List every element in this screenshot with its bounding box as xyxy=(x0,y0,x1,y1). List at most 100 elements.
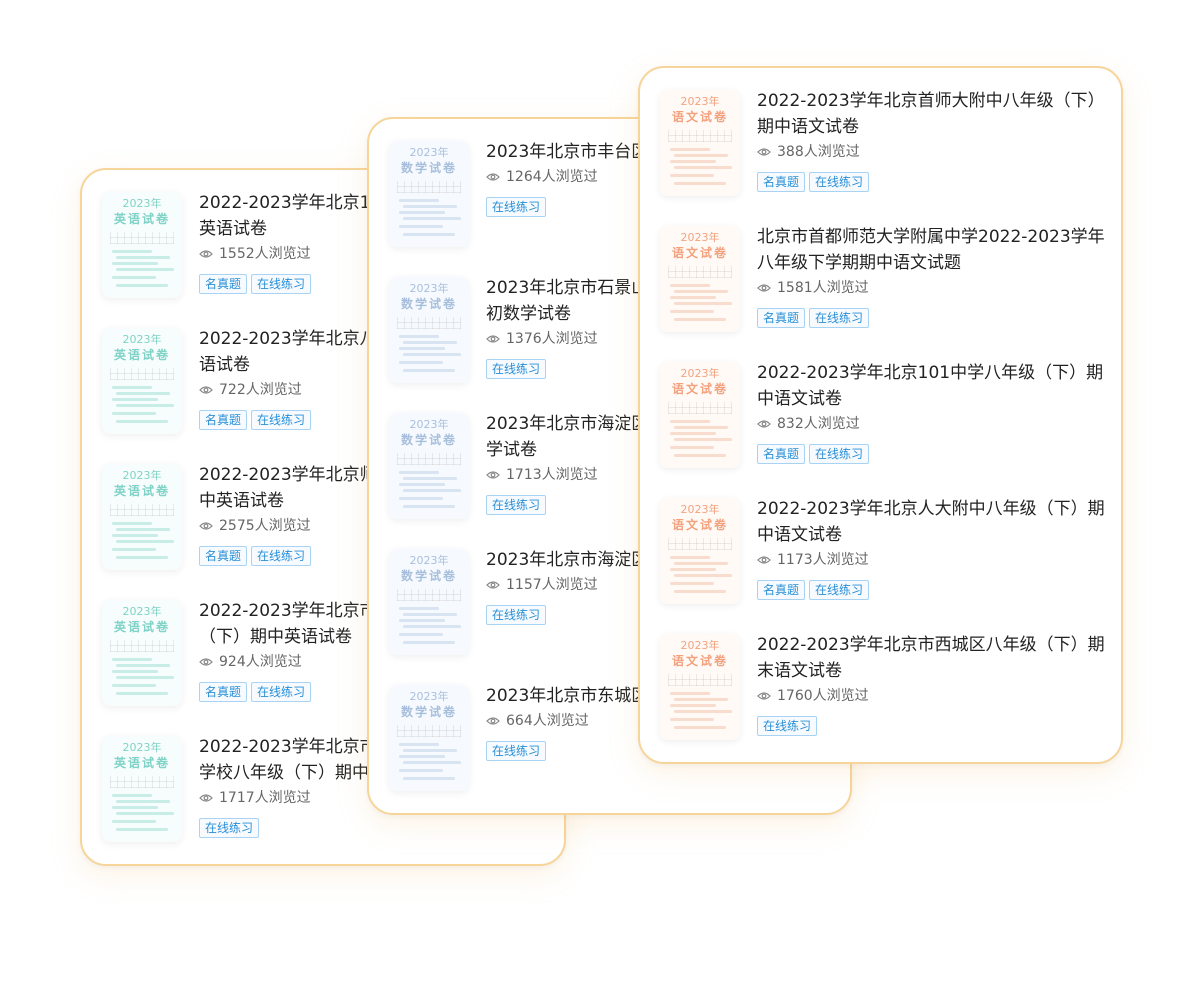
famous-real-question-tag[interactable]: 名真题 xyxy=(199,546,248,566)
cover-text-line xyxy=(403,341,457,344)
exam-title-line1: 2022-2023学年北京市西城区八年级（下）期 xyxy=(757,635,1105,655)
online-practice-tag[interactable]: 在线练习 xyxy=(251,546,312,566)
exam-title-link[interactable]: 2022-2023学年北京市西城区八年级（下）期末语文试卷 xyxy=(757,632,1107,684)
exam-cover-thumbnail[interactable]: 2023年英语试卷 xyxy=(102,328,182,434)
exam-title-link[interactable]: 2022-2023学年北京市学校八年级（下）期中 xyxy=(199,734,549,786)
cover-text-line xyxy=(674,726,726,729)
online-practice-tag[interactable]: 在线练习 xyxy=(486,359,547,379)
cover-text-line xyxy=(403,625,461,628)
cover-text-line xyxy=(116,828,168,831)
cover-text-line xyxy=(674,426,728,429)
exam-title-link[interactable]: 2023年北京市石景山初数学试卷 xyxy=(486,275,836,327)
cover-text-line xyxy=(112,670,158,673)
online-practice-tag[interactable]: 在线练习 xyxy=(251,682,312,702)
online-practice-tag[interactable]: 在线练习 xyxy=(486,605,547,625)
online-practice-tag[interactable]: 在线练习 xyxy=(486,741,547,761)
view-count: 924人浏览过 xyxy=(199,653,302,671)
online-practice-tag[interactable]: 在线练习 xyxy=(809,172,870,192)
exam-title-line1: 2023年北京市石景山 xyxy=(486,278,649,298)
exam-cover-thumbnail[interactable]: 2023年英语试卷 xyxy=(102,600,182,706)
exam-title-link[interactable]: 2022-2023学年北京八语试卷 xyxy=(199,326,549,378)
exam-cover-thumbnail[interactable]: 2023年语文试卷 xyxy=(660,362,740,468)
online-practice-tag[interactable]: 在线练习 xyxy=(199,818,260,838)
exam-cover-thumbnail[interactable]: 2023年数学试卷 xyxy=(389,549,469,655)
famous-real-question-tag[interactable]: 名真题 xyxy=(199,274,248,294)
online-practice-tag[interactable]: 在线练习 xyxy=(486,197,547,217)
cover-text-line xyxy=(399,497,443,500)
eye-icon xyxy=(486,331,500,343)
exam-tags: 名真题在线练习 xyxy=(199,273,315,294)
exam-title-link[interactable]: 2023年北京市海淀区学试卷 xyxy=(486,411,836,463)
exam-title-link[interactable]: 2022-2023学年北京人大附中八年级（下）期中语文试卷 xyxy=(757,496,1107,548)
exam-cover-thumbnail[interactable]: 2023年语文试卷 xyxy=(660,634,740,740)
cover-answer-grid xyxy=(110,640,174,652)
exam-title-link[interactable]: 2022-2023学年北京师中英语试卷 xyxy=(199,462,549,514)
online-practice-tag[interactable]: 在线练习 xyxy=(809,308,870,328)
online-practice-tag[interactable]: 在线练习 xyxy=(486,495,547,515)
online-practice-tag[interactable]: 在线练习 xyxy=(809,444,870,464)
exam-title-link[interactable]: 2022-2023学年北京101中学八年级（下）期中语文试卷 xyxy=(757,360,1107,412)
view-count: 722人浏览过 xyxy=(199,381,302,399)
exam-title-link[interactable]: 2022-2023学年北京市（下）期中英语试卷 xyxy=(199,598,549,650)
cover-text-line xyxy=(670,160,716,163)
exam-title-link[interactable]: 2022-2023学年北京首师大附中八年级（下）期中语文试卷 xyxy=(757,88,1107,140)
exam-cover-thumbnail[interactable]: 2023年语文试卷 xyxy=(660,90,740,196)
exam-title-line1: 2023年北京市丰台区 xyxy=(486,142,649,162)
view-count-text: 2575人浏览过 xyxy=(219,518,311,534)
famous-real-question-tag[interactable]: 名真题 xyxy=(757,444,806,464)
online-practice-tag[interactable]: 在线练习 xyxy=(251,274,312,294)
online-practice-tag[interactable]: 在线练习 xyxy=(251,410,312,430)
exam-title-link[interactable]: 北京市首都师范大学附属中学2022-2023学年八年级下学期期中语文试题 xyxy=(757,224,1107,276)
online-practice-tag[interactable]: 在线练习 xyxy=(809,580,870,600)
cover-text-line xyxy=(403,777,455,780)
cover-text-line xyxy=(399,769,443,772)
exam-title-link[interactable]: 2023年北京市丰台区 xyxy=(486,139,836,165)
cover-text-line xyxy=(403,505,455,508)
exam-title-link[interactable]: 2023年北京市东城区 xyxy=(486,683,836,709)
famous-real-question-tag[interactable]: 名真题 xyxy=(199,410,248,430)
exam-cover-thumbnail[interactable]: 2023年英语试卷 xyxy=(102,736,182,842)
famous-real-question-tag[interactable]: 名真题 xyxy=(757,580,806,600)
exam-cover-thumbnail[interactable]: 2023年语文试卷 xyxy=(660,226,740,332)
exam-tags: 在线练习 xyxy=(486,494,550,515)
eye-icon xyxy=(199,518,213,530)
exam-cover-thumbnail[interactable]: 2023年语文试卷 xyxy=(660,498,740,604)
cover-text-line xyxy=(674,318,726,321)
exam-title-line2: 学校八年级（下）期中 xyxy=(199,763,369,783)
famous-real-question-tag[interactable]: 名真题 xyxy=(757,172,806,192)
exam-list-item[interactable]: 2023年数学试卷 2023年北京市丰台区 1264人浏览过在线练习 xyxy=(369,119,850,247)
view-count: 1264人浏览过 xyxy=(486,168,598,186)
exam-list-item[interactable]: 2023年语文试卷北京市首都师范大学附属中学2022-2023学年八年级下学期期… xyxy=(640,204,1121,332)
exam-cover-thumbnail[interactable]: 2023年数学试卷 xyxy=(389,141,469,247)
exam-cover-thumbnail[interactable]: 2023年英语试卷 xyxy=(102,192,182,298)
exam-cover-thumbnail[interactable]: 2023年数学试卷 xyxy=(389,413,469,519)
exam-cover-thumbnail[interactable]: 2023年数学试卷 xyxy=(389,685,469,791)
exam-list-item[interactable]: 2023年英语试卷 2022-2023学年北京市（下）期中英语试卷 924人浏览过名… xyxy=(82,578,564,706)
exam-title-line2: 英语试卷 xyxy=(199,219,267,239)
exam-title-link[interactable]: 2023年北京市海淀区 xyxy=(486,547,836,573)
exam-cover-thumbnail[interactable]: 2023年数学试卷 xyxy=(389,277,469,383)
cover-text-line xyxy=(670,704,716,707)
famous-real-question-tag[interactable]: 名真题 xyxy=(757,308,806,328)
famous-real-question-tag[interactable]: 名真题 xyxy=(199,682,248,702)
exam-cover-thumbnail[interactable]: 2023年英语试卷 xyxy=(102,464,182,570)
online-practice-tag[interactable]: 在线练习 xyxy=(757,716,818,736)
cover-subject: 英语试卷 xyxy=(113,756,170,770)
exam-tags: 在线练习 xyxy=(486,196,550,217)
cover-text-line xyxy=(403,761,461,764)
cover-text-line xyxy=(670,718,714,721)
cover-text-line xyxy=(116,284,168,287)
